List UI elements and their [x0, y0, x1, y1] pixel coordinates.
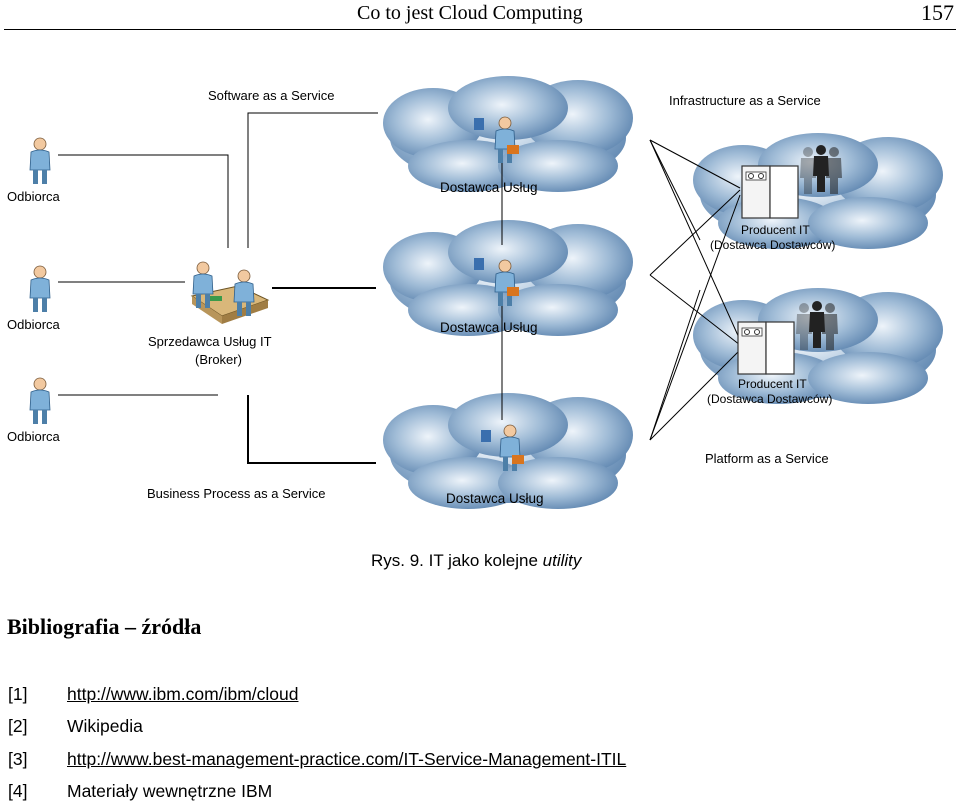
iaas-label: Infrastructure as a Service: [669, 93, 821, 108]
briefcase-icon-3: [512, 455, 524, 464]
bibliography-item: [3] http://www.best-management-practice.…: [8, 743, 626, 776]
broker-label-line2: (Broker): [195, 352, 242, 367]
bibliography-item: [1] http://www.ibm.com/ibm/cloud: [8, 678, 626, 711]
bibliography-item: [2] Wikipedia: [8, 711, 626, 744]
paas-label: Platform as a Service: [705, 451, 829, 466]
producer-label-1-line1: Producent IT: [741, 223, 810, 237]
caption-italic: utility: [543, 551, 582, 570]
page-number: 157: [921, 0, 954, 26]
recipient-label-3: Odbiorca: [7, 429, 61, 444]
bibliography-number: [2]: [8, 716, 67, 737]
broker-icon: [192, 262, 268, 324]
producer-label-1-line2: (Dostawca Dostawców): [710, 238, 835, 252]
bibliography-number: [4]: [8, 781, 67, 802]
saas-label: Software as a Service: [208, 88, 334, 103]
briefcase-icon-2: [507, 287, 519, 296]
bpaas-label: Business Process as a Service: [147, 486, 325, 501]
monitor-icon-3: [481, 430, 491, 442]
cloud-diagram: Odbiorca Odbiorca Odbiorca Sprzedawca Us…: [0, 30, 960, 540]
bibliography-text: Materiały wewnętrzne IBM: [67, 781, 272, 802]
provider-label-3: Dostawca Usług: [446, 491, 544, 506]
people-silhouettes-1: [800, 145, 842, 194]
bibliography-link[interactable]: http://www.ibm.com/ibm/cloud: [67, 684, 298, 705]
bibliography-link[interactable]: http://www.best-management-practice.com/…: [67, 749, 626, 770]
section-title: Bibliografia – źródła: [7, 614, 201, 640]
producer-label-2-line2: (Dostawca Dostawców): [707, 392, 832, 406]
bibliography-text: Wikipedia: [67, 716, 143, 737]
people-silhouettes-2: [796, 301, 838, 350]
provider-label-2: Dostawca Usług: [440, 320, 538, 335]
server-icon-2: [738, 322, 794, 374]
recipient-icon-1: [30, 138, 50, 184]
bibliography-list: [1] http://www.ibm.com/ibm/cloud [2] Wik…: [8, 678, 626, 808]
bibliography-number: [1]: [8, 684, 67, 705]
page-header-title: Co to jest Cloud Computing: [357, 2, 583, 25]
caption-prefix: Rys. 9. IT jako kolejne: [371, 551, 543, 570]
bibliography-number: [3]: [8, 749, 67, 770]
recipient-label-2: Odbiorca: [7, 317, 61, 332]
figure-caption: Rys. 9. IT jako kolejne utility: [371, 551, 581, 571]
producer-label-2-line1: Producent IT: [738, 377, 807, 391]
server-icon-1: [742, 166, 798, 218]
monitor-icon-2: [474, 258, 484, 270]
bibliography-item: [4] Materiały wewnętrzne IBM: [8, 776, 626, 808]
recipient-icon-2: [30, 266, 50, 312]
provider-label-1: Dostawca Usług: [440, 180, 538, 195]
monitor-icon-1: [474, 118, 484, 130]
broker-label-line1: Sprzedawca Usług IT: [148, 334, 272, 349]
briefcase-icon-1: [507, 145, 519, 154]
recipient-label-1: Odbiorca: [7, 189, 61, 204]
recipient-icon-3: [30, 378, 50, 424]
